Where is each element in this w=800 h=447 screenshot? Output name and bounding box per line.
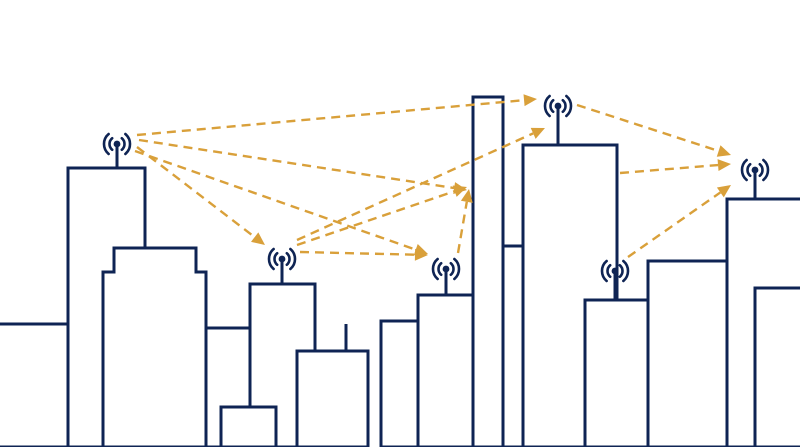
dashed-link-line [627, 191, 722, 258]
arrowhead-icon [460, 189, 473, 203]
arrowhead-icon [530, 127, 545, 139]
skyline [0, 95, 800, 447]
dashed-link-line [576, 103, 720, 153]
dashed-link-line [296, 132, 534, 242]
antenna-tower-icon [102, 132, 132, 168]
arrowhead-icon [523, 94, 537, 107]
tower-layer [102, 94, 770, 300]
antenna-tower-icon [267, 247, 297, 284]
building [416, 293, 475, 447]
building [583, 298, 650, 447]
signal-wave [431, 257, 439, 281]
link-t4-t6 [619, 159, 731, 175]
signal-wave [453, 257, 461, 281]
arrowhead-icon [717, 159, 731, 172]
link-t2-t4 [296, 127, 545, 242]
building [501, 244, 525, 447]
signal-wave [449, 261, 455, 277]
signal-wave [600, 259, 608, 283]
arrowhead-icon [251, 232, 265, 245]
building [753, 286, 800, 447]
dashed-link-line [136, 98, 525, 137]
signal-wave [437, 261, 443, 277]
dashed-link-line [619, 163, 719, 175]
antenna-tower-icon [543, 94, 573, 145]
dashed-link-line [134, 149, 417, 251]
link-t4-t5 [576, 103, 731, 157]
arrowhead-icon [414, 248, 428, 261]
signal-wave [267, 247, 275, 271]
signal-wave [746, 162, 752, 178]
link-t3-hub [456, 189, 473, 254]
signal-wave [549, 98, 555, 114]
signal-wave [102, 132, 110, 156]
dashed-link-line [456, 201, 468, 254]
tower-emitter [751, 166, 759, 174]
link-t2-t3 [299, 248, 428, 261]
signal-wave [622, 259, 630, 283]
tower-emitter [611, 267, 619, 275]
signal-wave [740, 158, 748, 182]
link-t1-t3 [134, 149, 428, 256]
tower-emitter [278, 255, 286, 263]
signal-wave [565, 94, 573, 118]
tower-emitter [442, 265, 450, 273]
antenna-tower-icon [431, 257, 461, 295]
signal-wave [285, 251, 291, 267]
antenna-tower-icon [740, 158, 770, 199]
signal-wave [108, 136, 114, 152]
building [295, 349, 370, 447]
signal-wave [289, 247, 297, 271]
tower-emitter [113, 140, 121, 148]
dashed-link-line [296, 190, 456, 247]
signal-wave [762, 158, 770, 182]
signal-wave [561, 98, 567, 114]
link-t2-hub [296, 185, 467, 247]
building [471, 95, 505, 447]
arrowhead-icon [716, 185, 731, 198]
link-t1-t2 [136, 146, 265, 245]
signal-wave [273, 251, 279, 267]
signal-wave [124, 132, 132, 156]
arrowhead-icon [716, 145, 731, 157]
signal-wave [758, 162, 764, 178]
building [101, 246, 208, 447]
signal-wave [618, 263, 624, 279]
building [379, 319, 420, 447]
tower-emitter [554, 102, 562, 110]
antenna-tower-icon [600, 259, 630, 300]
link-t6-t5 [627, 185, 731, 258]
dashed-link-line [138, 138, 455, 190]
signal-wave [543, 94, 551, 118]
signal-wave [120, 136, 126, 152]
link-layer [134, 94, 731, 261]
arrowhead-icon [452, 185, 467, 197]
link-t1-t4 [136, 94, 537, 137]
building [646, 259, 729, 447]
dashed-link-line [299, 250, 416, 256]
signal-wave [606, 263, 612, 279]
building [219, 405, 278, 447]
dashed-link-line [136, 146, 256, 239]
